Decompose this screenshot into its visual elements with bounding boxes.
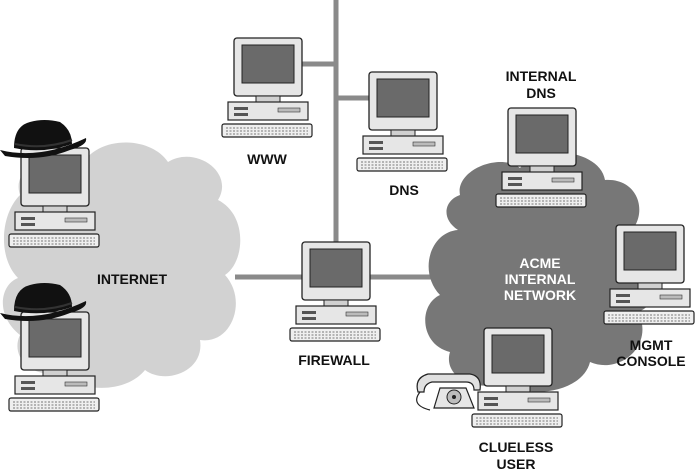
www-computer-icon[interactable]: [221, 37, 313, 138]
mgmt-label-line2: CONSOLE: [616, 353, 685, 369]
mgmt-label-line1: MGMT: [630, 337, 673, 353]
acme-label-line3: NETWORK: [504, 287, 576, 303]
network-links: [235, 0, 440, 280]
acme-label-line2: INTERNAL: [505, 271, 576, 287]
internal-dns-label-line1: INTERNAL: [506, 68, 577, 84]
internal-dns-label-line2: DNS: [526, 85, 556, 101]
www-label: WWW: [247, 151, 287, 167]
clueless-user-computer-icon[interactable]: [471, 327, 563, 428]
firewall-computer-icon[interactable]: [289, 241, 381, 342]
internet-label: INTERNET: [97, 271, 167, 287]
clueless-label-line2: USER: [497, 456, 536, 472]
clueless-label-line1: CLUELESS: [479, 439, 554, 455]
attacker2-computer-icon[interactable]: [8, 311, 100, 412]
telephone-icon: [416, 373, 481, 411]
dns-computer-icon[interactable]: [356, 71, 448, 172]
dns-label: DNS: [389, 182, 419, 198]
acme-label-line1: ACME: [519, 255, 560, 271]
firewall-label: FIREWALL: [298, 352, 370, 368]
